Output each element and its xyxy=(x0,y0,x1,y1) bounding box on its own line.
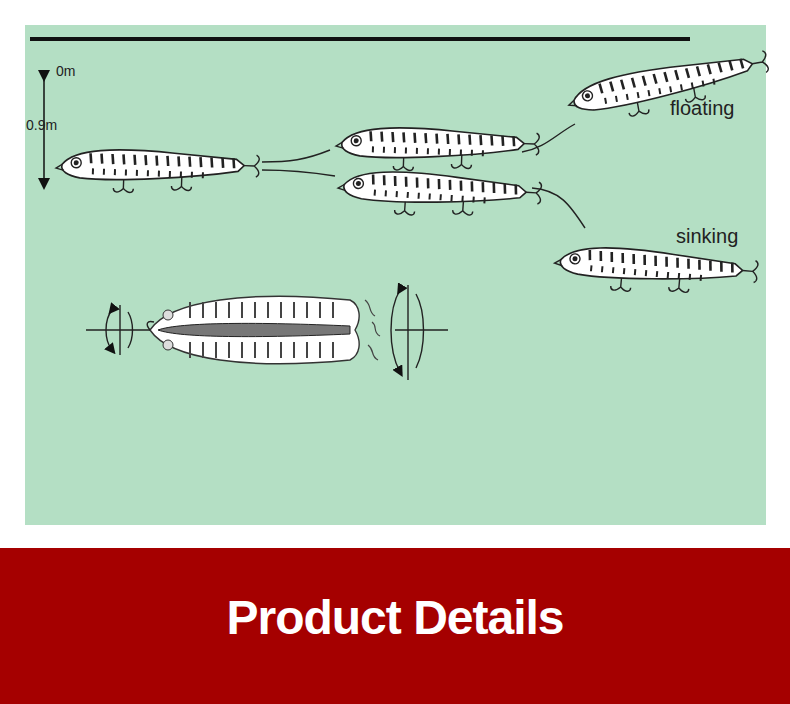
stripe xyxy=(332,302,334,318)
lure-sinking xyxy=(553,243,759,303)
stripe xyxy=(228,342,230,358)
lure xyxy=(55,147,259,196)
stripe xyxy=(319,342,321,358)
swim-path xyxy=(522,124,575,152)
stripe xyxy=(189,342,191,358)
lure xyxy=(337,168,542,224)
title: Product Details xyxy=(0,592,790,645)
stripe xyxy=(254,342,256,358)
swim-path xyxy=(262,150,335,176)
lure-floating xyxy=(565,50,772,127)
stripe xyxy=(306,302,308,318)
stripe xyxy=(241,342,243,358)
stripe xyxy=(293,302,295,318)
water-surface xyxy=(30,37,690,41)
stripe xyxy=(267,342,269,358)
stripe xyxy=(202,342,204,358)
stripe xyxy=(241,302,243,318)
stripe xyxy=(254,302,256,318)
stripe xyxy=(306,342,308,358)
stripe xyxy=(267,302,269,318)
depth-label: 0m xyxy=(56,64,75,78)
stripe xyxy=(228,302,230,318)
mode-label: floating xyxy=(670,98,735,118)
stripe xyxy=(215,302,217,318)
stripe xyxy=(332,342,334,358)
stripe xyxy=(280,342,282,358)
top-view-lure xyxy=(86,285,448,380)
stripe xyxy=(280,302,282,318)
mode-label: sinking xyxy=(676,226,738,246)
stripe xyxy=(319,302,321,318)
swim-path xyxy=(532,188,585,228)
depth-label: 0.9m xyxy=(26,118,57,132)
stripe xyxy=(293,342,295,358)
stripe xyxy=(189,302,191,318)
stripe xyxy=(202,302,204,318)
lure xyxy=(335,125,539,174)
stripe xyxy=(215,342,217,358)
